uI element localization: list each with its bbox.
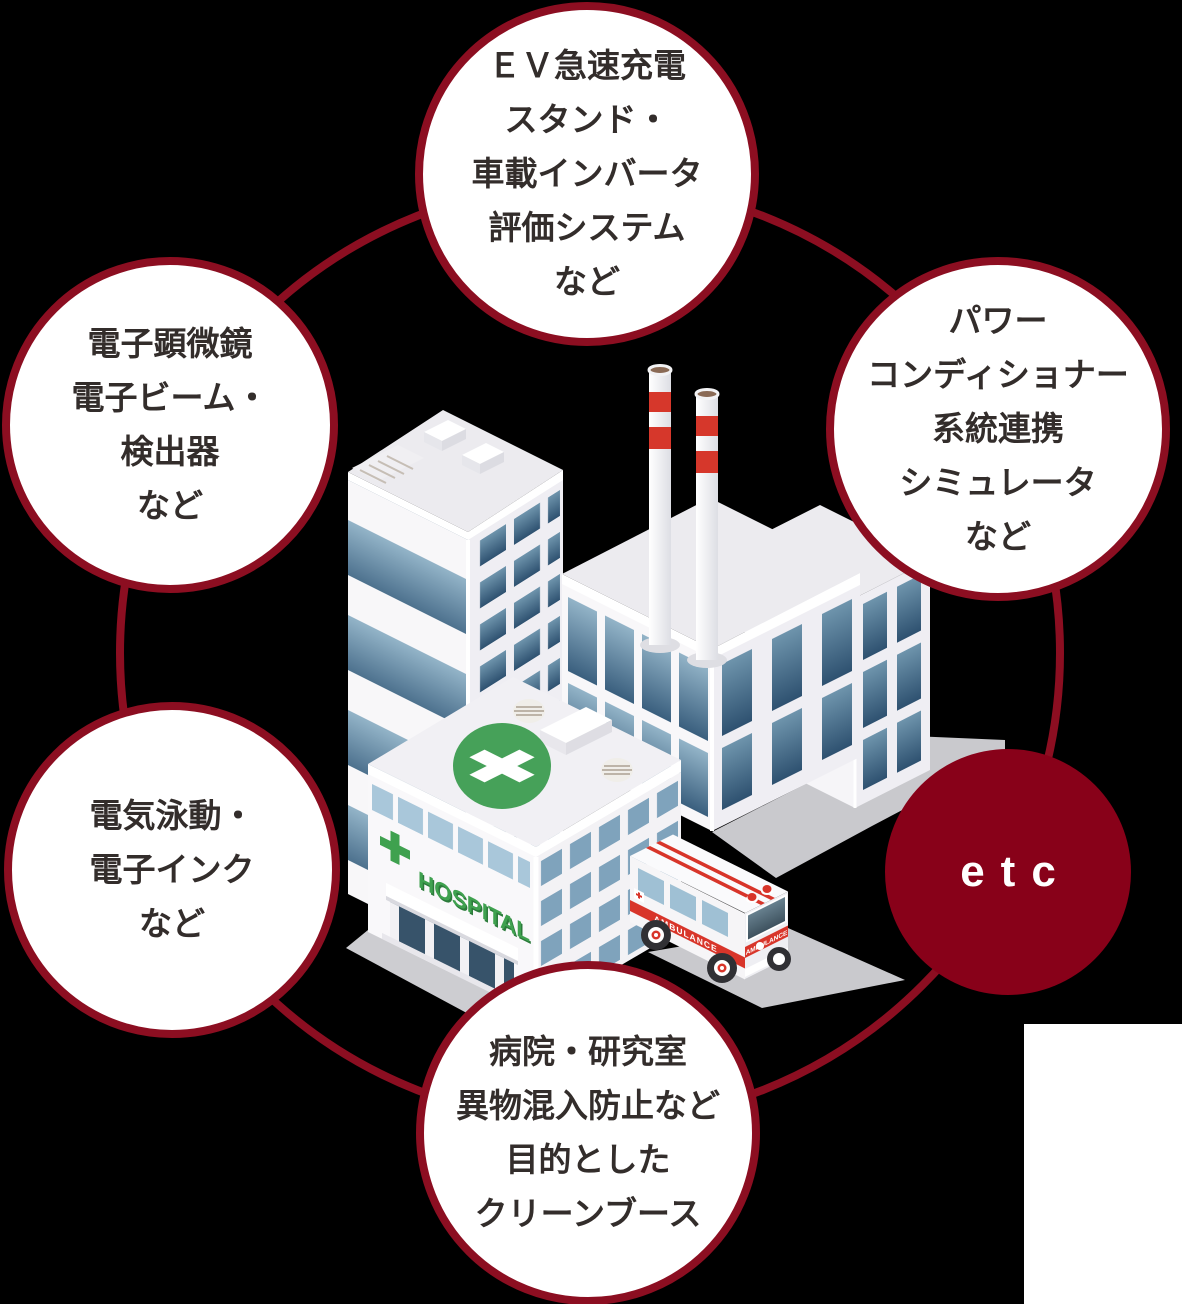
ambulance-wheel [767, 947, 791, 971]
bubble-line: など [554, 263, 620, 300]
factory-chimney [694, 388, 720, 660]
beacon-light [762, 885, 772, 893]
bubble-line: 電子ビーム・ [71, 379, 269, 416]
hospital-cross-icon [380, 830, 410, 866]
bubble-line: 電子顕微鏡 [87, 325, 253, 362]
headlight [756, 942, 764, 950]
hospital-building: HOSPITAL HOSPITAL [368, 677, 681, 1015]
bubble-line: 電気泳動・ [89, 797, 255, 834]
bubble-line: 評価システム [488, 209, 686, 246]
ambulance-wheel [641, 920, 671, 950]
bubble-line: クリーンブース [474, 1195, 702, 1232]
bubble-line: シミュレータ [899, 464, 1097, 501]
bubble-line: 検出器 [120, 433, 220, 470]
office-roof [348, 410, 563, 532]
bubble-ev-charging: ＥＶ急速充電 スタンド・ 車載インバータ 評価システム など [415, 2, 759, 346]
ambulance-wheel [707, 953, 737, 983]
bubble-clean-booth: 病院・研究室 異物混入防止など 目的とした クリーンブース [416, 961, 760, 1304]
bubble-line: 電子インク [89, 851, 255, 888]
bubble-line: など [137, 487, 203, 524]
bubble-line: 系統連携 [932, 410, 1064, 447]
corner-white-patch [1024, 1024, 1182, 1304]
city-illustration: HOSPITAL HOSPITAL [346, 364, 1005, 1020]
etc-label: etc [960, 847, 1072, 896]
bubble-line: など [139, 905, 205, 942]
bubble-line: 目的とした [505, 1141, 671, 1178]
bubble-power-conditioner: パワー コンディショナー 系統連携 シミュレータ など [826, 257, 1170, 601]
bubble-line: など [965, 518, 1031, 555]
factory-chimney [647, 364, 673, 645]
hospital-window-band [372, 783, 530, 889]
bubble-line: ＥＶ急速充電 [488, 47, 686, 84]
beacon-light [747, 893, 757, 901]
bubble-line: スタンド・ [504, 101, 670, 138]
bubble-etc: etc [885, 749, 1131, 995]
bubble-line: 車載インバータ [471, 155, 703, 192]
hospital-entrance [382, 882, 522, 1009]
bubble-electrophoresis: 電気泳動・ 電子インク など [4, 702, 340, 1038]
bubble-line: 病院・研究室 [489, 1033, 687, 1070]
roof-ac-unit [540, 707, 612, 755]
roof-vent-panel [352, 445, 424, 481]
bubble-line: 異物混入防止など [456, 1087, 720, 1124]
factory-chimneys [640, 364, 727, 668]
rooftop-ac-units [352, 420, 504, 484]
medical-cross-icon [469, 749, 535, 783]
bubble-line: パワー [948, 302, 1048, 339]
bubble-electron-microscope: 電子顕微鏡 電子ビーム・ 検出器 など [2, 257, 338, 593]
bubble-line: コンディショナー [867, 356, 1129, 393]
factory-shadow [712, 736, 1005, 878]
ambulance: AMBULANCE AMBULANCE [630, 834, 905, 1008]
windshield [748, 897, 785, 940]
